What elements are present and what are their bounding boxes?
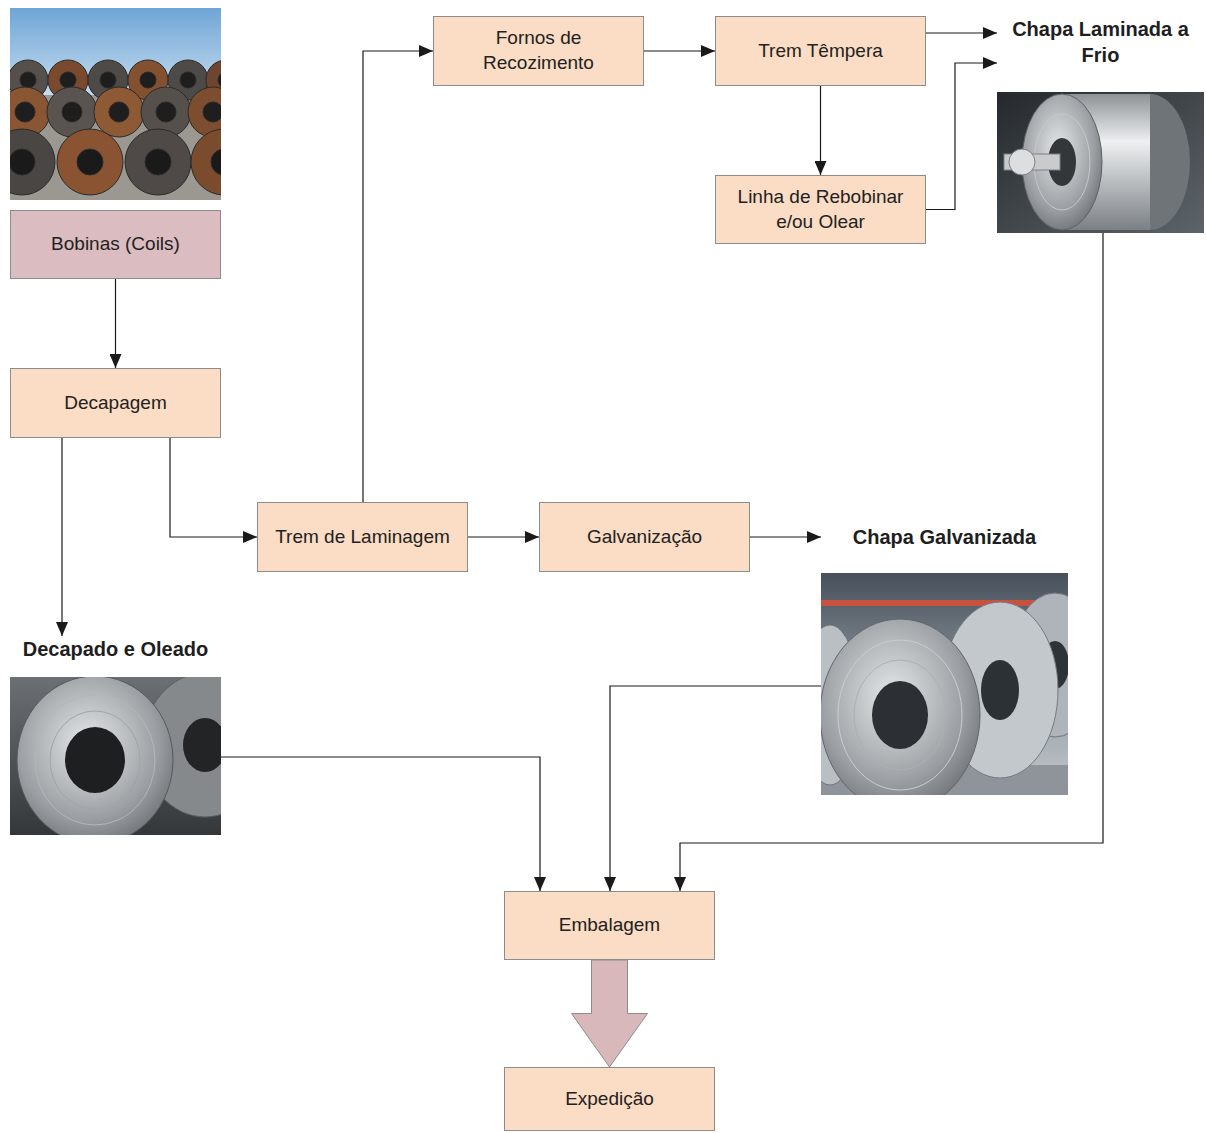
product-photo: Chapa Laminada a Frio: [997, 16, 1204, 233]
process-box: Embalagem: [504, 891, 715, 960]
flow-arrow: [170, 438, 257, 537]
process-label: Embalagem: [559, 913, 660, 938]
galvanized-coil-photo: [821, 573, 1068, 795]
flow-arrow: [644, 50, 715, 51]
process-box: Fornos de Recozimento: [433, 16, 644, 86]
product-photo: Chapa Galvanizada: [821, 524, 1068, 795]
flow-arrow: [363, 51, 433, 502]
product-heading: Chapa Galvanizada: [851, 524, 1038, 550]
process-label: Expedição: [565, 1087, 654, 1112]
flow-arrow: [468, 536, 539, 537]
product-heading: Chapa Laminada a Frio: [997, 16, 1204, 68]
flow-arrow: [610, 686, 821, 891]
process-label: Trem de Laminagem: [275, 525, 450, 550]
process-box: Trem de Laminagem: [257, 502, 468, 572]
process-label: Decapagem: [64, 391, 166, 416]
flow-arrow: [221, 757, 540, 891]
process-label: Fornos de Recozimento: [442, 26, 635, 75]
process-label: Linha de Rebobinar e/ou Olear: [724, 185, 917, 234]
process-box: Galvanização: [539, 502, 750, 572]
input-box: Bobinas (Coils): [10, 210, 221, 279]
coil-yard-photo: [10, 8, 221, 200]
process-box: Decapagem: [10, 368, 221, 438]
flow-arrow: [61, 438, 62, 636]
flow-arrow: [750, 536, 821, 537]
process-label: Trem Têmpera: [758, 39, 883, 64]
block-arrow: [572, 960, 648, 1067]
process-box: Expedição: [504, 1067, 715, 1131]
flow-arrow: [820, 86, 821, 175]
cold-rolled-coil-photo: [997, 92, 1204, 233]
product-photo: Decapado e Oleado: [10, 636, 221, 835]
product-heading: Decapado e Oleado: [21, 636, 211, 662]
process-label: Galvanização: [587, 525, 702, 550]
flow-arrow: [926, 63, 997, 210]
process-box: Linha de Rebobinar e/ou Olear: [715, 175, 926, 244]
process-box: Trem Têmpera: [715, 16, 926, 86]
pickled-coil-photo: [10, 677, 221, 835]
flow-arrow: [115, 279, 116, 368]
flow-arrow: [926, 32, 997, 33]
process-label: Bobinas (Coils): [51, 232, 180, 257]
